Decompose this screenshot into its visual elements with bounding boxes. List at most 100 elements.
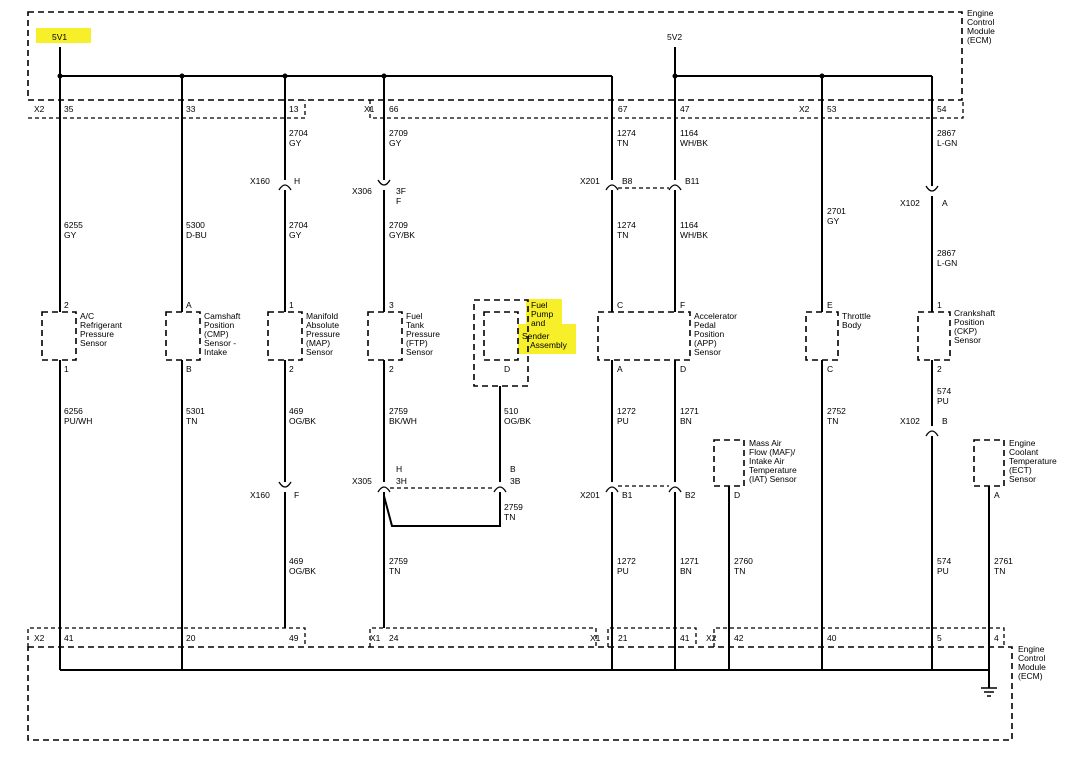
wire-color: TN [994,566,1005,576]
ground-icon [981,687,997,697]
inline-pin-label: B1 [622,490,633,500]
connector-label: X2 [34,633,45,643]
component-name: Accelerator [694,311,737,321]
component-name: Absolute [306,320,339,330]
connector-symbol [278,481,292,488]
component-name: Intake [204,347,227,357]
wire-circuit: 2704 [289,220,308,230]
inline-pin-label: 3F [396,186,406,196]
wire-color: PU [617,416,629,426]
component-name: Sensor [954,335,981,345]
ftp-sensor-box [367,311,403,361]
wire-circuit: 574 [937,386,951,396]
wire-color: PU [617,566,629,576]
wire-color: TN [734,566,745,576]
supply-label: 5V2 [667,32,682,42]
component-name: Pressure [306,329,340,339]
component-name: Position [694,329,725,339]
wire-circuit: 1164 [680,220,699,230]
pin-label: 54 [937,104,947,114]
fuel-pump-inner-box [483,311,519,361]
sensor-pin: B [186,364,192,374]
sensor-pin: 2 [289,364,294,374]
connector-label: X2 [34,104,45,114]
wire-circuit: 2867 [937,248,956,258]
inline-pin-label: B [942,416,948,426]
highlight-fuel-pump-1 [526,299,562,325]
ecm-top-label: Engine [967,8,994,18]
wire-color: L-GN [937,258,957,268]
component-name: Assembly [530,340,568,350]
ground-bus [60,669,990,688]
wire-circuit: 2759 [389,556,408,566]
component-name: Fuel [406,311,423,321]
pin-label: 4 [994,633,999,643]
ecm-top-label: Control [967,17,995,27]
component-name: (APP) [694,338,717,348]
sensor-pin: C [617,300,623,310]
wire-color: WH/BK [680,230,708,240]
wire-circuit: 2709 [389,128,408,138]
wire-circuit: 2752 [827,406,846,416]
inline-connector-label: X306 [352,186,372,196]
component-name: Flow (MAF)/ [749,447,796,457]
ecm-bottom-box [27,646,1013,741]
wire-color: TN [617,138,628,148]
wire-color: WH/BK [680,138,708,148]
wire-color: GY [289,138,302,148]
wire-color: OG/BK [289,566,316,576]
wire-color: OG/BK [289,416,316,426]
inline-connector-label: X102 [900,198,920,208]
component-name: Engine [1009,438,1036,448]
component-name: Sensor [306,347,333,357]
wire-circuit: 2759 [504,502,523,512]
component-name: Sensor [80,338,107,348]
pin-label: 66 [389,104,399,114]
pin-label: 5 [937,633,942,643]
connector-symbol [377,179,391,186]
inline-connector-label: X102 [900,416,920,426]
connector-label: X1 [590,633,601,643]
supply-label: 5V1 [52,32,67,42]
component-name: A/C [80,311,94,321]
sensor-pin: 1 [64,364,69,374]
component-name: Position [204,320,235,330]
pin-label: 41 [680,633,690,643]
component-name: and [531,318,545,328]
pin-label: 67 [618,104,628,114]
ecm-bottom-label: Module [1018,662,1046,672]
wire-circuit: 2701 [827,206,846,216]
maf-iat-sensor-box [713,439,745,487]
sensor-pin: A [186,300,192,310]
connector-label: X1 [364,104,375,114]
inline-connector-label: X160 [250,176,270,186]
wire-color: TN [186,416,197,426]
component-name: Sensor [1009,474,1036,484]
inline-pin-label: F [396,196,401,206]
wire-circuit: 1274 [617,128,636,138]
wire-circuit: 2759 [389,406,408,416]
wire-color: D-BU [186,230,207,240]
connector-symbol [925,430,939,437]
connector-label: X2 [799,104,810,114]
component-name: Fuel [531,300,548,310]
ect-sensor-box [973,439,1005,487]
inline-pin-label: B2 [685,490,696,500]
wire-circuit: 1271 [680,556,699,566]
inline-pin-label: A [942,198,948,208]
wire-circuit: 469 [289,556,303,566]
sensor-pin: E [827,300,833,310]
wire-circuit: 2760 [734,556,753,566]
component-name: (CKP) [954,326,977,336]
ecm-top-label: (ECM) [967,35,992,45]
sensor-pin: A [994,490,1000,500]
component-name: Intake Air [749,456,785,466]
connector-symbol [668,184,682,191]
wire-circuit: 6256 [64,406,83,416]
sensor-pin: D [734,490,740,500]
component-name: Manifold [306,311,338,321]
sensor-pin: F [680,300,685,310]
component-name: Tank [406,320,425,330]
